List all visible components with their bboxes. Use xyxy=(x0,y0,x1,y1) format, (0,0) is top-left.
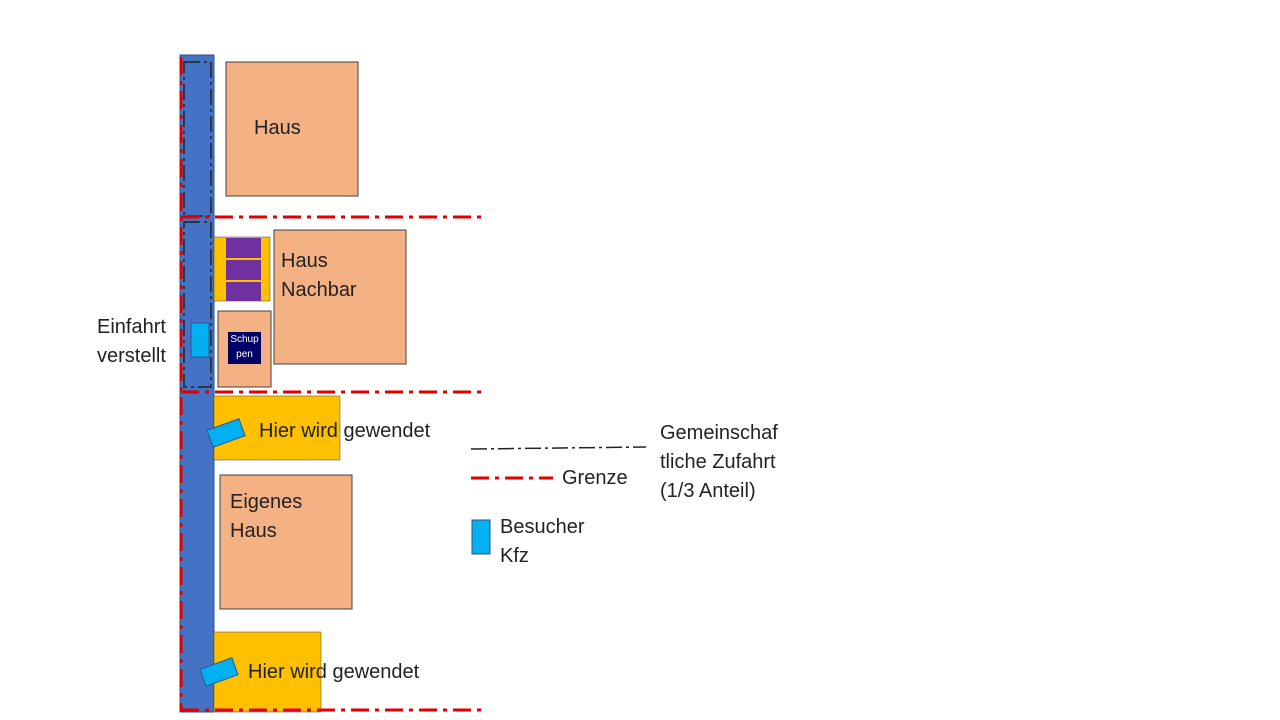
label-turning-area-2: Hier wird gewendet xyxy=(248,661,420,683)
legend-shared-access-label: Gemeinschaf tliche Zufahrt (1/3 Anteil) xyxy=(660,419,778,506)
label-shed-line2: pen xyxy=(236,349,253,360)
label-house-own-line2: Haus xyxy=(230,520,277,542)
legend-visitor-car-symbol xyxy=(471,519,491,555)
house-neighbor xyxy=(273,229,407,365)
label-house-neighbor-line1: Haus xyxy=(281,250,328,272)
legend-boundary-label: Grenze xyxy=(562,467,628,489)
label-house-neighbor-line2: Nachbar xyxy=(281,279,357,301)
label-driveway-blocked-line2: verstellt xyxy=(97,345,166,367)
label-driveway-blocked-line1: Einfahrt xyxy=(97,316,166,338)
visitor-car-turning-1 xyxy=(206,418,246,448)
label-house-top: Haus xyxy=(254,117,301,139)
label-driveway-blocked: Einfahrt verstellt xyxy=(97,313,166,371)
visitor-car-parked xyxy=(190,322,210,358)
house-own xyxy=(219,474,353,610)
legend-shared-access-symbol xyxy=(470,446,647,450)
trash-bin xyxy=(226,260,261,280)
label-house-neighbor: Haus Nachbar xyxy=(281,247,357,305)
label-turning-area-1: Hier wird gewendet xyxy=(259,420,431,442)
legend-shared-access-line3: (1/3 Anteil) xyxy=(660,480,756,502)
access-road xyxy=(179,54,215,713)
legend-shared-access-line1: Gemeinschaf xyxy=(660,422,778,444)
legend-shared-access-line2: tliche Zufahrt xyxy=(660,451,776,473)
label-shed: Schup pen xyxy=(228,332,261,364)
label-shed-line1: Schup xyxy=(230,334,259,345)
trash-bin xyxy=(226,238,261,258)
house-top xyxy=(225,61,359,197)
legend-visitor-line1: Besucher xyxy=(500,516,585,538)
trash-bin xyxy=(226,282,261,301)
shared-access-boundary-lower xyxy=(183,221,212,388)
label-house-own-line1: Eigenes xyxy=(230,491,303,513)
legend-visitor-line2: Kfz xyxy=(500,545,529,567)
visitor-car-turning-2 xyxy=(199,657,239,687)
label-house-own: Eigenes Haus xyxy=(230,488,302,546)
legend-visitor-label: Besucher Kfz xyxy=(500,513,585,571)
